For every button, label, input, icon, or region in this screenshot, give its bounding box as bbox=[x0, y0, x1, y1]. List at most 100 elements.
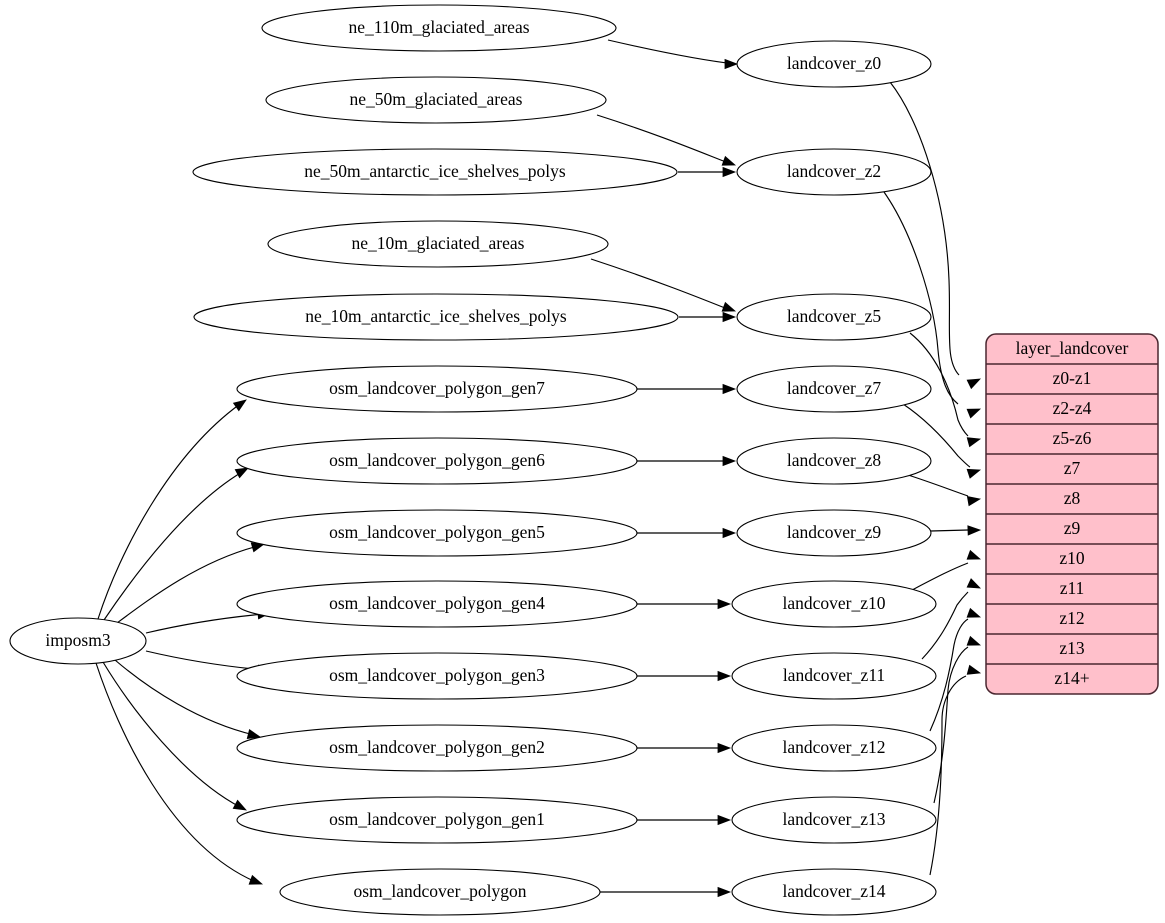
edge-osm_landcover_polygon_gen2-to-landcover_z12 bbox=[637, 742, 732, 754]
table-row[interactable]: z14+ bbox=[986, 663, 1158, 694]
arrowhead-icon bbox=[966, 378, 982, 390]
node-shape[interactable] bbox=[9, 617, 147, 665]
node-shape[interactable] bbox=[236, 437, 638, 485]
node-shape[interactable] bbox=[736, 437, 932, 485]
edge-imposm3-to-osm_landcover_polygon_gen7 bbox=[97, 399, 247, 620]
node-shape[interactable] bbox=[236, 509, 638, 557]
node-ne_50m_antarctic_ice_shelves_polys[interactable]: ne_50m_antarctic_ice_shelves_polys bbox=[192, 148, 678, 196]
edge-line bbox=[95, 662, 257, 883]
node-shape[interactable] bbox=[236, 365, 638, 413]
node-ne_10m_glaciated_areas[interactable]: ne_10m_glaciated_areas bbox=[267, 220, 609, 268]
node-shape[interactable] bbox=[267, 220, 609, 268]
node-landcover_z7[interactable]: landcover_z7 bbox=[736, 365, 932, 413]
arrowhead-icon bbox=[966, 437, 982, 448]
node-shape[interactable] bbox=[731, 652, 937, 700]
table-row-bg bbox=[986, 424, 1158, 454]
node-shape[interactable] bbox=[265, 76, 607, 124]
node-shape[interactable] bbox=[736, 509, 932, 557]
table-row[interactable]: z10 bbox=[986, 543, 1158, 574]
node-ne_50m_glaciated_areas[interactable]: ne_50m_glaciated_areas bbox=[265, 76, 607, 124]
table-outline bbox=[985, 333, 1159, 695]
table-row-bg bbox=[986, 514, 1158, 544]
arrowhead-icon bbox=[967, 525, 982, 536]
table-row[interactable]: z9 bbox=[986, 513, 1158, 544]
arrowhead-icon bbox=[966, 664, 982, 675]
table-row[interactable]: z0-z1 bbox=[986, 363, 1158, 394]
node-shape[interactable] bbox=[736, 148, 932, 196]
edge-line bbox=[103, 471, 243, 621]
edge-line bbox=[921, 591, 969, 660]
node-shape[interactable] bbox=[731, 868, 937, 916]
table-row[interactable]: z5-z6 bbox=[986, 423, 1158, 454]
node-shape[interactable] bbox=[236, 652, 638, 700]
arrowhead-icon bbox=[722, 311, 737, 323]
node-shape[interactable] bbox=[236, 580, 638, 628]
arrowhead-icon bbox=[966, 468, 982, 479]
arrowhead-icon bbox=[722, 527, 737, 539]
node-osm_landcover_polygon_gen6[interactable]: osm_landcover_polygon_gen6 bbox=[236, 437, 638, 485]
table-row-bg bbox=[986, 664, 1158, 694]
edges-layer bbox=[95, 39, 982, 898]
edge-imposm3-to-osm_landcover_polygon_gen6 bbox=[103, 467, 249, 621]
node-shape[interactable] bbox=[236, 796, 638, 844]
arrowhead-icon bbox=[717, 742, 732, 754]
node-osm_landcover_polygon_gen1[interactable]: osm_landcover_polygon_gen1 bbox=[236, 796, 638, 844]
edge-landcover_z7-to-table_z7 bbox=[902, 403, 982, 479]
table-row[interactable]: z12 bbox=[986, 603, 1158, 634]
node-landcover_z14[interactable]: landcover_z14 bbox=[731, 868, 937, 916]
edge-line bbox=[911, 562, 969, 591]
node-ne_110m_glaciated_areas[interactable]: ne_110m_glaciated_areas bbox=[261, 4, 617, 52]
edge-osm_landcover_polygon_gen1-to-landcover_z13 bbox=[637, 814, 732, 826]
table-row[interactable]: z2-z4 bbox=[986, 393, 1158, 424]
node-shape[interactable] bbox=[193, 293, 679, 341]
node-shape[interactable] bbox=[279, 868, 601, 916]
table-row-bg bbox=[986, 364, 1158, 394]
edge-ne_110m_glaciated_areas-to-landcover_z0 bbox=[607, 39, 739, 70]
table-row[interactable]: z13 bbox=[986, 633, 1158, 664]
node-osm_landcover_polygon_gen5[interactable]: osm_landcover_polygon_gen5 bbox=[236, 509, 638, 557]
node-landcover_z12[interactable]: landcover_z12 bbox=[731, 724, 937, 772]
node-osm_landcover_polygon_gen2[interactable]: osm_landcover_polygon_gen2 bbox=[236, 724, 638, 772]
edge-line bbox=[116, 545, 259, 624]
node-landcover_z2[interactable]: landcover_z2 bbox=[736, 148, 932, 196]
table-header[interactable]: layer_landcover bbox=[986, 334, 1158, 364]
edge-line bbox=[145, 650, 265, 671]
node-landcover_z5[interactable]: landcover_z5 bbox=[736, 293, 932, 341]
edge-line bbox=[929, 675, 967, 876]
node-imposm3[interactable]: imposm3 bbox=[9, 617, 147, 665]
node-shape[interactable] bbox=[731, 580, 937, 628]
layer-landcover-table[interactable]: layer_landcoverz0-z1z2-z4z5-z6z7z8z9z10z… bbox=[985, 333, 1159, 695]
node-shape[interactable] bbox=[236, 724, 638, 772]
node-landcover_z11[interactable]: landcover_z11 bbox=[731, 652, 937, 700]
table-row[interactable]: z8 bbox=[986, 483, 1158, 514]
table-row-bg bbox=[986, 394, 1158, 424]
node-shape[interactable] bbox=[736, 365, 932, 413]
arrowhead-icon bbox=[966, 549, 982, 560]
edge-line bbox=[929, 618, 969, 732]
node-landcover_z9[interactable]: landcover_z9 bbox=[736, 509, 932, 557]
node-shape[interactable] bbox=[736, 293, 932, 341]
table-row[interactable]: z7 bbox=[986, 453, 1158, 484]
edge-line bbox=[902, 403, 971, 468]
table-row-bg bbox=[986, 484, 1158, 514]
node-landcover_z13[interactable]: landcover_z13 bbox=[731, 796, 937, 844]
table-row-bg bbox=[986, 574, 1158, 604]
node-shape[interactable] bbox=[736, 40, 932, 88]
node-landcover_z10[interactable]: landcover_z10 bbox=[731, 580, 937, 628]
edge-landcover_z10-to-table_z10 bbox=[911, 549, 982, 591]
table-row[interactable]: z11 bbox=[986, 573, 1158, 604]
node-landcover_z0[interactable]: landcover_z0 bbox=[736, 40, 932, 88]
node-shape[interactable] bbox=[731, 796, 937, 844]
node-osm_landcover_polygon_gen7[interactable]: osm_landcover_polygon_gen7 bbox=[236, 365, 638, 413]
node-shape[interactable] bbox=[192, 148, 678, 196]
node-osm_landcover_polygon[interactable]: osm_landcover_polygon bbox=[279, 868, 601, 916]
table-row-bg bbox=[986, 604, 1158, 634]
node-ne_10m_antarctic_ice_shelves_polys[interactable]: ne_10m_antarctic_ice_shelves_polys bbox=[193, 293, 679, 341]
node-osm_landcover_polygon_gen4[interactable]: osm_landcover_polygon_gen4 bbox=[236, 580, 638, 628]
node-landcover_z8[interactable]: landcover_z8 bbox=[736, 437, 932, 485]
node-shape[interactable] bbox=[731, 724, 937, 772]
node-shape[interactable] bbox=[261, 4, 617, 52]
node-osm_landcover_polygon_gen3[interactable]: osm_landcover_polygon_gen3 bbox=[236, 652, 638, 700]
edge-imposm3-to-osm_landcover_polygon_gen1 bbox=[102, 661, 247, 811]
